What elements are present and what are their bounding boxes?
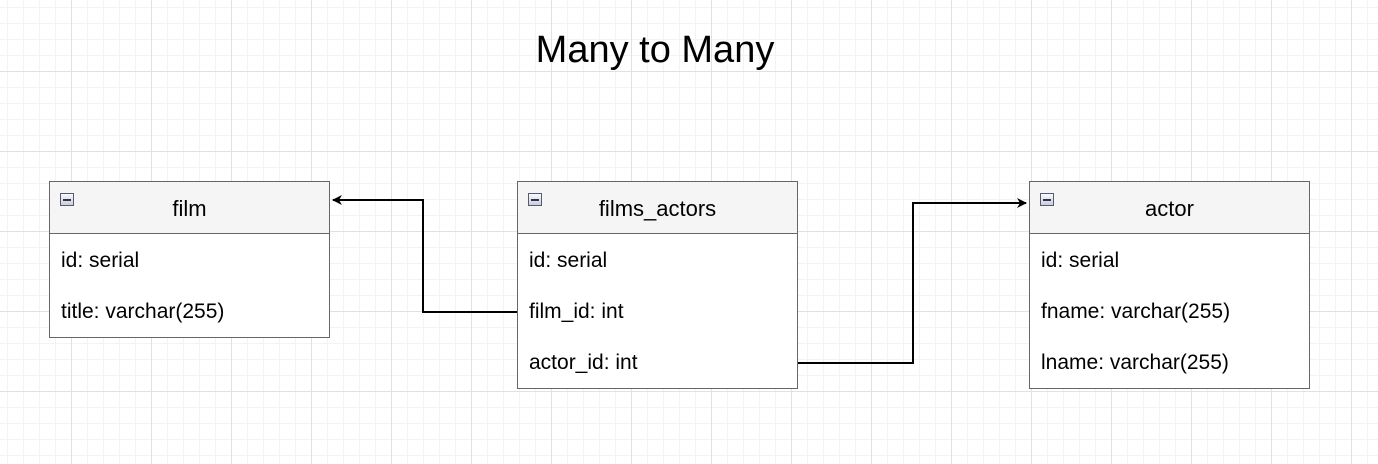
field-actor-id[interactable]: id: serial — [1041, 249, 1120, 272]
field-films-actors-film-id[interactable]: film_id: int — [529, 300, 624, 323]
connector-actor-id-to-actor[interactable] — [797, 198, 1027, 364]
connector-film-id-to-film[interactable] — [332, 195, 517, 313]
entity-films-actors-header[interactable]: films_actors — [518, 182, 797, 234]
entity-film-header[interactable]: film — [50, 182, 329, 234]
entity-actor[interactable]: actor id: serial fname: varchar(255) lna… — [1029, 181, 1310, 389]
collapse-icon[interactable] — [528, 193, 542, 206]
field-films-actors-id[interactable]: id: serial — [529, 249, 608, 272]
entity-film[interactable]: film id: serial title: varchar(255) — [49, 181, 330, 338]
collapse-icon[interactable] — [1040, 193, 1054, 206]
entity-film-name: film — [172, 196, 207, 221]
diagram-title: Many to Many — [535, 29, 775, 71]
field-actor-fname[interactable]: fname: varchar(255) — [1041, 300, 1231, 323]
field-film-title[interactable]: title: varchar(255) — [61, 300, 225, 323]
entity-actor-header[interactable]: actor — [1030, 182, 1309, 234]
collapse-icon[interactable] — [60, 193, 74, 206]
entity-actor-name: actor — [1145, 196, 1194, 221]
entity-films-actors-name: films_actors — [598, 196, 717, 221]
field-films-actors-actor-id[interactable]: actor_id: int — [529, 351, 638, 374]
entity-films-actors[interactable]: films_actors id: serial film_id: int act… — [517, 181, 798, 389]
field-film-id[interactable]: id: serial — [61, 249, 140, 272]
field-actor-lname[interactable]: lname: varchar(255) — [1041, 351, 1229, 374]
